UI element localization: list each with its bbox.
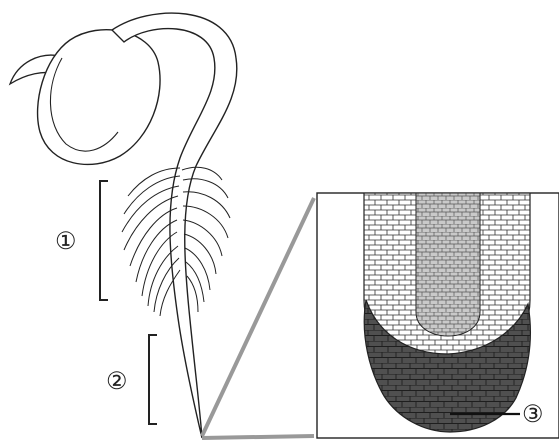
seed: [10, 30, 160, 165]
zoom-connector: [202, 198, 314, 438]
vascular-core: [416, 193, 480, 336]
zone-1-label: ①: [55, 229, 77, 253]
zone-2-label: ②: [106, 369, 128, 393]
bracket-zone-1: [100, 181, 108, 300]
seed-coat: [38, 30, 160, 165]
part-3-label: ③: [522, 402, 544, 426]
bracket-zone-2: [149, 335, 157, 424]
